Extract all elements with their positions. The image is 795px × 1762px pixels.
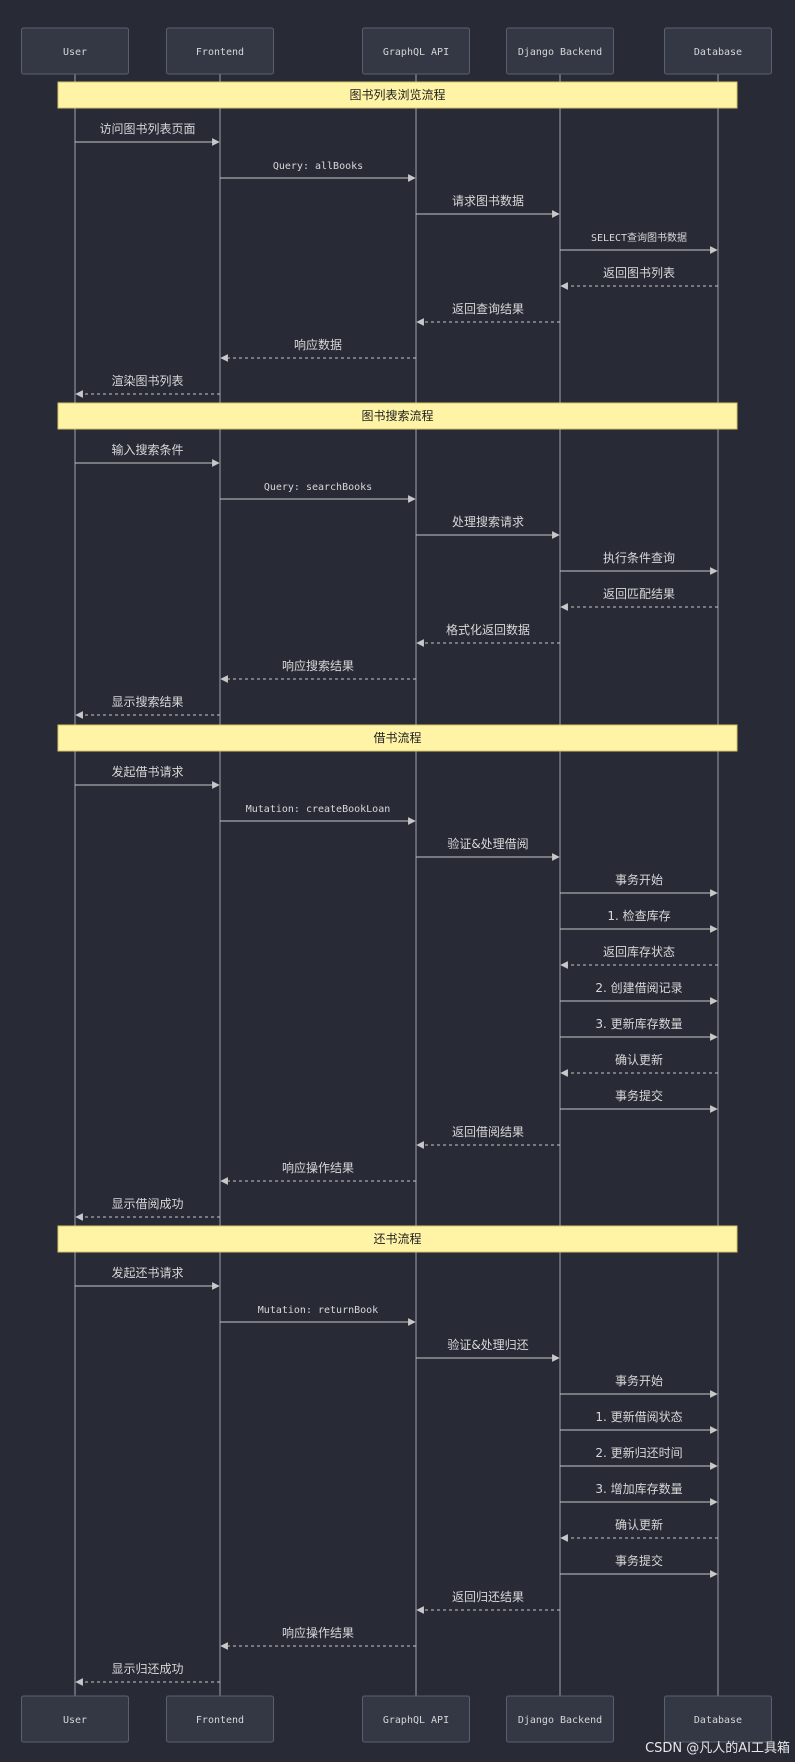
- message-label: 1. 更新借阅状态: [595, 1409, 682, 1424]
- actor-django-backend-top: Django Backend: [506, 27, 614, 75]
- message-label: 执行条件查询: [603, 551, 675, 565]
- section-note: [57, 1225, 738, 1253]
- actor-django-backend-bottom: Django Backend: [506, 1695, 614, 1743]
- actor-user-bottom: User: [21, 1695, 129, 1743]
- section-title: 借书流程: [373, 730, 421, 745]
- actor-label: Frontend: [196, 1715, 244, 1726]
- message-label: 事务开始: [615, 872, 663, 887]
- message-label: 返回库存状态: [603, 944, 675, 959]
- watermark: CSDN @凡人的AI工具箱: [645, 1740, 790, 1756]
- actor-frontend-top: Frontend: [166, 27, 274, 75]
- section-note: [57, 724, 738, 752]
- message-label: 返回查询结果: [452, 302, 524, 316]
- actor-label: User: [63, 1715, 87, 1726]
- actor-database-top: Database: [664, 27, 772, 75]
- message-label: 2. 创建借阅记录: [595, 981, 682, 995]
- section-title: 图书列表浏览流程: [349, 87, 445, 102]
- message-label: 事务提交: [615, 1088, 663, 1103]
- message-label: 处理搜索请求: [452, 514, 524, 529]
- message-label: 发起借书请求: [111, 764, 183, 779]
- message-label: Query: allBooks: [273, 161, 363, 172]
- message-label: 3. 增加库存数量: [595, 1481, 682, 1496]
- section-note: [57, 402, 738, 430]
- actor-graphql-api-bottom: GraphQL API: [362, 1695, 470, 1743]
- actor-label: Django Backend: [518, 1715, 602, 1726]
- message-label: 访问图书列表页面: [99, 122, 195, 136]
- message-label: 显示搜索结果: [111, 694, 183, 709]
- message-label: 请求图书数据: [452, 193, 524, 208]
- message-label: 返回归还结果: [452, 1590, 524, 1604]
- actor-user-top: User: [21, 27, 129, 75]
- message-label: 响应操作结果: [282, 1160, 354, 1175]
- message-label: 返回图书列表: [603, 266, 675, 280]
- actor-label: Database: [694, 47, 742, 58]
- actor-label: User: [63, 47, 87, 58]
- actor-frontend-bottom: Frontend: [166, 1695, 274, 1743]
- message-label: 3. 更新库存数量: [595, 1016, 682, 1031]
- actor-label: Frontend: [196, 47, 244, 58]
- section-note: [57, 81, 738, 109]
- message-label: 响应操作结果: [282, 1625, 354, 1640]
- message-label: 验证&处理归还: [447, 1337, 528, 1352]
- message-label: 渲染图书列表: [111, 373, 183, 388]
- message-label: 响应搜索结果: [282, 658, 354, 673]
- message-label: 返回匹配结果: [603, 587, 675, 601]
- message-label: 2. 更新归还时间: [595, 1445, 682, 1460]
- section-title: 图书搜索流程: [361, 408, 433, 423]
- actor-label: Database: [694, 1715, 742, 1726]
- message-label: 确认更新: [615, 1517, 663, 1532]
- message-label: 响应数据: [294, 337, 342, 352]
- message-label: 返回借阅结果: [452, 1125, 524, 1139]
- message-label: Mutation: returnBook: [258, 1305, 378, 1316]
- message-label: Mutation: createBookLoan: [246, 804, 391, 815]
- message-label: 确认更新: [615, 1052, 663, 1067]
- message-label: 1. 检查库存: [607, 908, 670, 923]
- message-label: 验证&处理借阅: [447, 836, 528, 851]
- actor-label: GraphQL API: [383, 1715, 449, 1726]
- message-label: 发起还书请求: [111, 1265, 183, 1280]
- actor-graphql-api-top: GraphQL API: [362, 27, 470, 75]
- message-label: 事务开始: [615, 1373, 663, 1388]
- message-label: 显示归还成功: [111, 1662, 183, 1676]
- actor-label: GraphQL API: [383, 47, 449, 58]
- actor-label: Django Backend: [518, 47, 602, 58]
- section-title: 还书流程: [373, 1231, 421, 1246]
- actor-database-bottom: Database: [664, 1695, 772, 1743]
- message-label: SELECT查询图书数据: [591, 231, 687, 244]
- message-label: 显示借阅成功: [111, 1197, 183, 1211]
- message-label: 事务提交: [615, 1553, 663, 1568]
- message-label: 输入搜索条件: [111, 442, 183, 457]
- message-label: Query: searchBooks: [264, 482, 372, 493]
- message-label: 格式化返回数据: [446, 622, 530, 637]
